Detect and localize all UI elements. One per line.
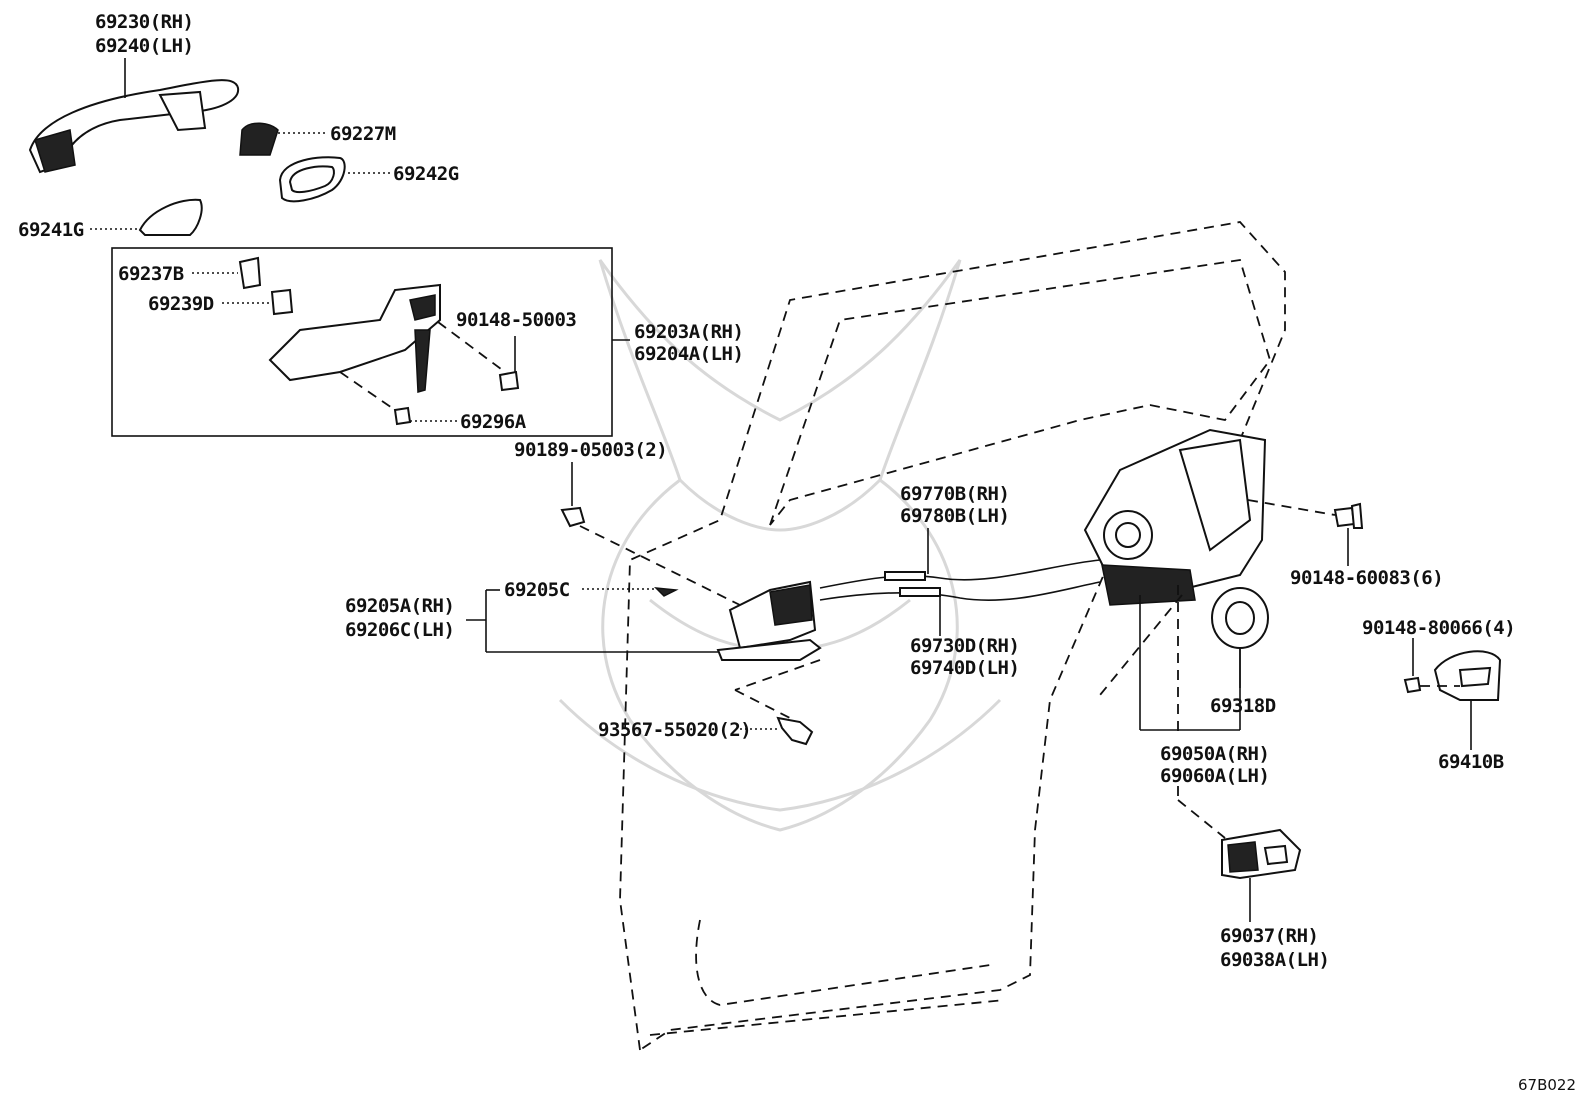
label-69410B: 69410B [1438, 751, 1504, 773]
label-69318D: 69318D [1210, 695, 1276, 717]
label-69050A: 69050A(RH) [1160, 743, 1269, 765]
label-90148-50003: 90148-50003 [456, 309, 576, 331]
label-69237B: 69237B [118, 263, 184, 285]
label-69242G: 69242G [393, 163, 459, 185]
part-69241G-cap [90, 198, 203, 236]
label-69060A: 69060A(LH) [1160, 765, 1269, 787]
part-69242G-gasket [278, 156, 390, 203]
label-69205C: 69205C [504, 579, 570, 601]
door-outline [619, 221, 1286, 1052]
label-69038A: 69038A(LH) [1220, 949, 1329, 971]
label-93567: 93567-55020(2) [598, 719, 751, 741]
outer-door-handle [28, 58, 240, 174]
label-69770B: 69770B(RH) [900, 483, 1009, 505]
inside-door-handle [466, 580, 822, 719]
label-90189: 90189-05003(2) [514, 439, 667, 461]
label-69230: 69230(RH) [95, 11, 193, 33]
label-90148-80066: 90148-80066(4) [1362, 617, 1515, 639]
frame-assembly-box [111, 247, 630, 437]
label-69203A: 69203A(RH) [634, 321, 743, 343]
door-lock-cables [819, 528, 1101, 636]
label-69740D: 69740D(LH) [910, 657, 1019, 679]
lock-actuator [1221, 828, 1302, 922]
diagram-code: 67B022 [1518, 1076, 1576, 1094]
label-69227M: 69227M [330, 123, 396, 145]
part-69318D-cover [1211, 587, 1269, 688]
label-69240: 69240(LH) [95, 35, 193, 57]
label-69241G: 69241G [18, 219, 84, 241]
watermark-emblem [558, 259, 1002, 832]
label-69205A: 69205A(RH) [345, 595, 454, 617]
label-69037: 69037(RH) [1220, 925, 1318, 947]
label-69206C: 69206C(LH) [345, 619, 454, 641]
label-90148-60083: 90148-60083(6) [1290, 567, 1443, 589]
part-69227M [239, 122, 328, 156]
label-69296A: 69296A [460, 411, 527, 433]
clip-90189 [560, 462, 741, 606]
part-labels: 69230(RH) 69240(LH) 69227M 69242G 69241G… [18, 11, 1576, 1094]
label-69204A: 69204A(LH) [634, 343, 743, 365]
screw-93567 [740, 716, 814, 746]
door-lock-assembly [1083, 428, 1336, 839]
screw-90148-60083 [1333, 502, 1364, 566]
door-striker [1403, 638, 1502, 750]
label-69780B: 69780B(LH) [900, 505, 1009, 527]
label-69239D: 69239D [148, 293, 214, 315]
label-69730D: 69730D(RH) [910, 635, 1019, 657]
